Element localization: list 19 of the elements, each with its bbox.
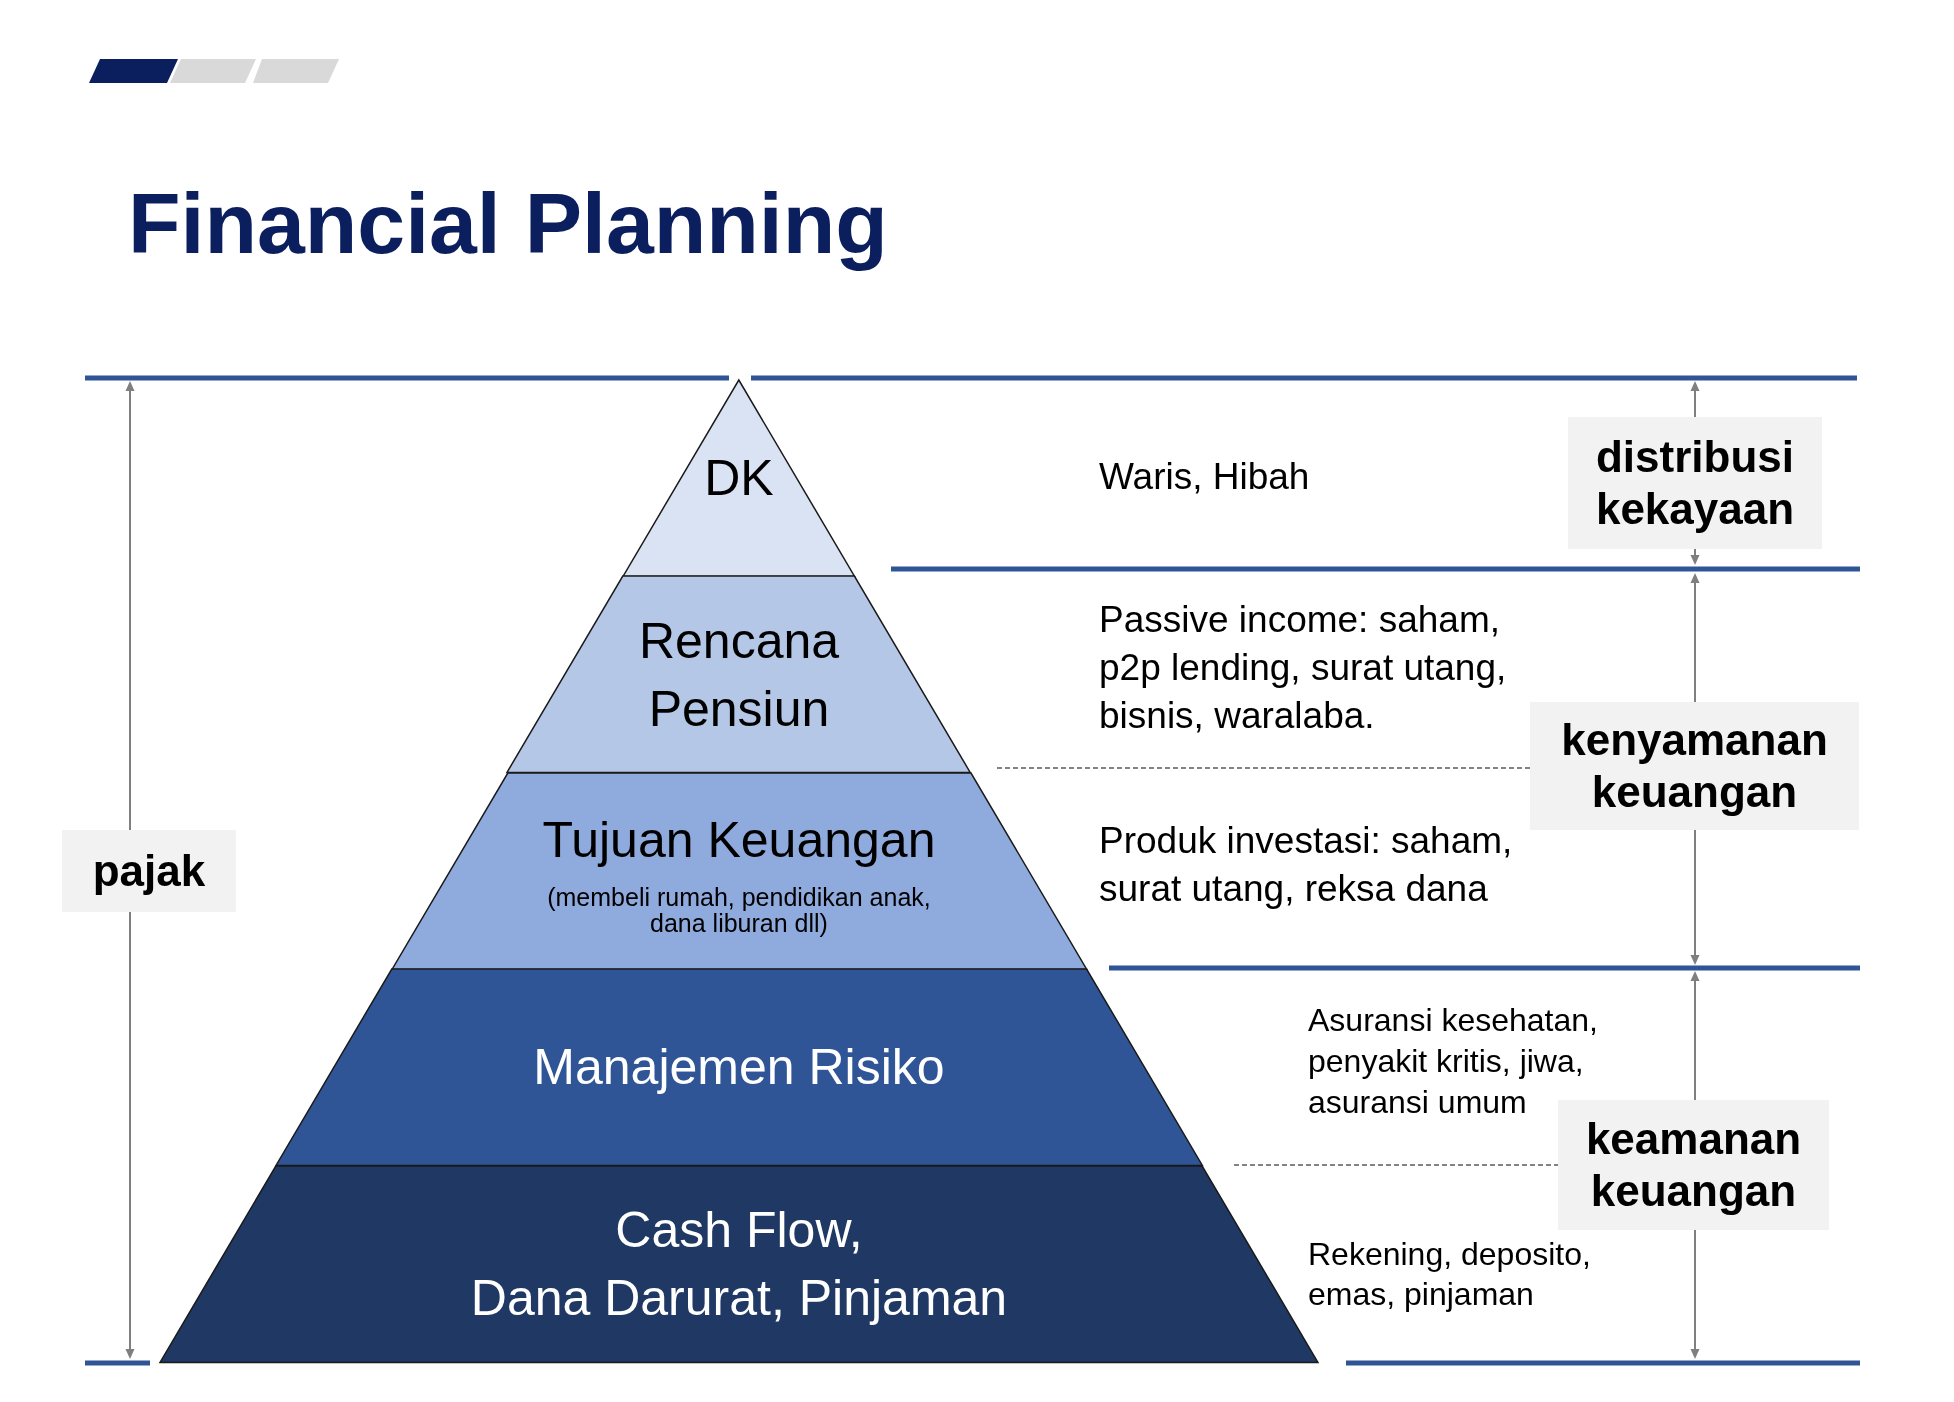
tier-title: Tujuan Keuangan	[542, 811, 936, 870]
page-title: Financial Planning	[128, 174, 888, 273]
range-label: pajak	[62, 830, 236, 912]
range-label: distribusi kekayaan	[1568, 417, 1822, 549]
pyramid-tier	[391, 772, 1087, 970]
description-text: Produk investasi: saham, surat utang, reksa dana	[1099, 819, 1513, 911]
pyramid-tier	[507, 576, 971, 773]
description-text: Passive income: saham, p2p lending, surat utang, bisnis, waralaba.	[1099, 598, 1507, 738]
pyramid-tier	[623, 380, 855, 577]
tier-title: DK	[704, 449, 774, 509]
pyramid-tier	[275, 969, 1203, 1166]
tier-title: Manajemen Risiko	[533, 1038, 945, 1098]
description-text: Rekening, deposito, emas, pinjaman	[1308, 1235, 1591, 1314]
range-label: kenyamanan keuangan	[1530, 702, 1859, 830]
tier-title: Rencana Pensiun	[638, 611, 840, 739]
description-text: Waris, Hibah	[1099, 455, 1310, 499]
tier-note: (membeli rumah, pendidikan anak, dana liburan dll)	[547, 884, 931, 936]
tier-title: Cash Flow, Dana Darurat, Pinjaman	[470, 1200, 1008, 1328]
range-label: keamanan keuangan	[1558, 1100, 1829, 1230]
